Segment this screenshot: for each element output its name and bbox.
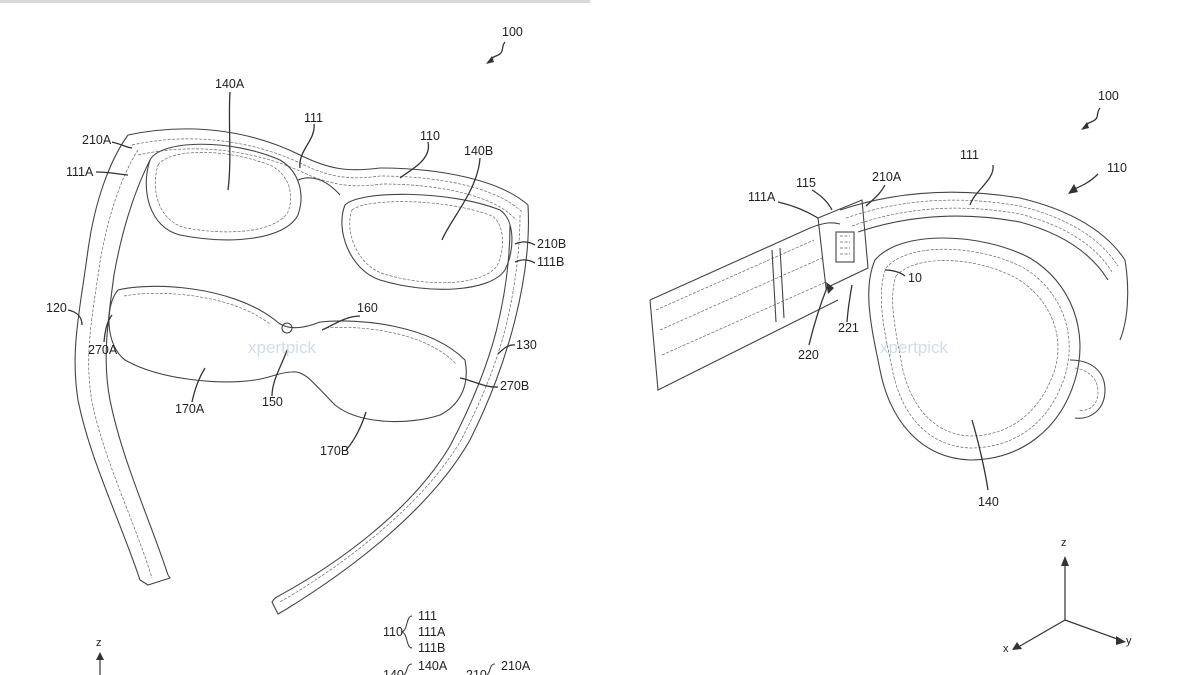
label-120: 120	[46, 301, 67, 315]
axis-z-label: z	[1061, 537, 1067, 549]
insert-bridge-hole	[281, 322, 293, 334]
ref-number-100: 100	[502, 25, 523, 39]
label-115: 115	[796, 176, 816, 190]
frame-top-rim	[127, 128, 529, 206]
label-210A: 210A	[82, 133, 112, 147]
label-111B: 111B	[537, 255, 565, 269]
label-170B: 170B	[320, 444, 350, 458]
legend-110: 110	[383, 625, 403, 639]
hinge-element-220	[835, 231, 855, 263]
axis-x-label: x	[1003, 643, 1009, 655]
legend-210A: 210A	[501, 659, 531, 673]
hinge-block	[817, 199, 869, 289]
legend-111B: 111B	[418, 641, 446, 655]
label-140B: 140B	[464, 144, 494, 158]
label-111: 111	[304, 111, 324, 125]
label-210A: 210A	[872, 170, 902, 184]
label-110: 110	[1107, 161, 1127, 175]
temple-arm-body	[649, 299, 839, 391]
label-140: 140	[978, 495, 999, 509]
label-111: 111	[960, 148, 980, 162]
frame-top-bar	[839, 191, 1126, 261]
label-160: 160	[357, 301, 378, 315]
watermark: xpertpick	[248, 338, 317, 357]
legend-111A: 111A	[418, 625, 446, 639]
right-figure-panel: 100 111 110 115 210A 111A 10 221 220 140…	[600, 0, 1200, 675]
label-220: 220	[798, 348, 819, 362]
label-270B: 270B	[500, 379, 530, 393]
legend-111: 111	[418, 609, 438, 623]
ref-number-100: 100	[1098, 89, 1119, 103]
label-221: 221	[838, 321, 859, 335]
left-lens-frame	[145, 143, 302, 241]
axis-y-line	[1064, 619, 1121, 641]
lens-frame	[868, 237, 1081, 461]
nose-pad	[1069, 359, 1106, 419]
legend-210: 210	[466, 668, 487, 675]
label-130: 130	[516, 338, 537, 352]
label-111A: 111A	[66, 165, 94, 179]
right-lens-frame	[341, 193, 513, 290]
label-270A: 270A	[88, 343, 118, 357]
label-210B: 210B	[537, 237, 567, 251]
glasses-hinge-detail-drawing	[649, 107, 1129, 650]
legend-brace-110	[400, 615, 413, 649]
lens-insert	[108, 285, 467, 423]
legend-140: 140	[383, 668, 404, 675]
top-divider	[0, 0, 590, 3]
bridge	[297, 177, 341, 196]
label-10: 10	[908, 271, 922, 285]
label-170A: 170A	[175, 402, 205, 416]
label-140A: 140A	[215, 77, 245, 91]
axis-x-line	[1019, 619, 1066, 647]
label-150: 150	[262, 395, 283, 409]
watermark: xpertpick	[880, 338, 949, 357]
axis-y-label: y	[1126, 635, 1132, 647]
glasses-exploded-drawing	[67, 41, 536, 675]
right-temple	[284, 204, 529, 611]
left-temple	[74, 134, 141, 581]
axis-z-label: z	[96, 637, 102, 649]
label-111A: 111A	[748, 190, 776, 204]
temple-arm-top	[649, 222, 841, 301]
legend-140A: 140A	[418, 659, 448, 673]
label-110: 110	[420, 129, 440, 143]
left-figure-panel: 100 140A 111 110 140B 210A 111A 210B 111…	[0, 0, 590, 675]
